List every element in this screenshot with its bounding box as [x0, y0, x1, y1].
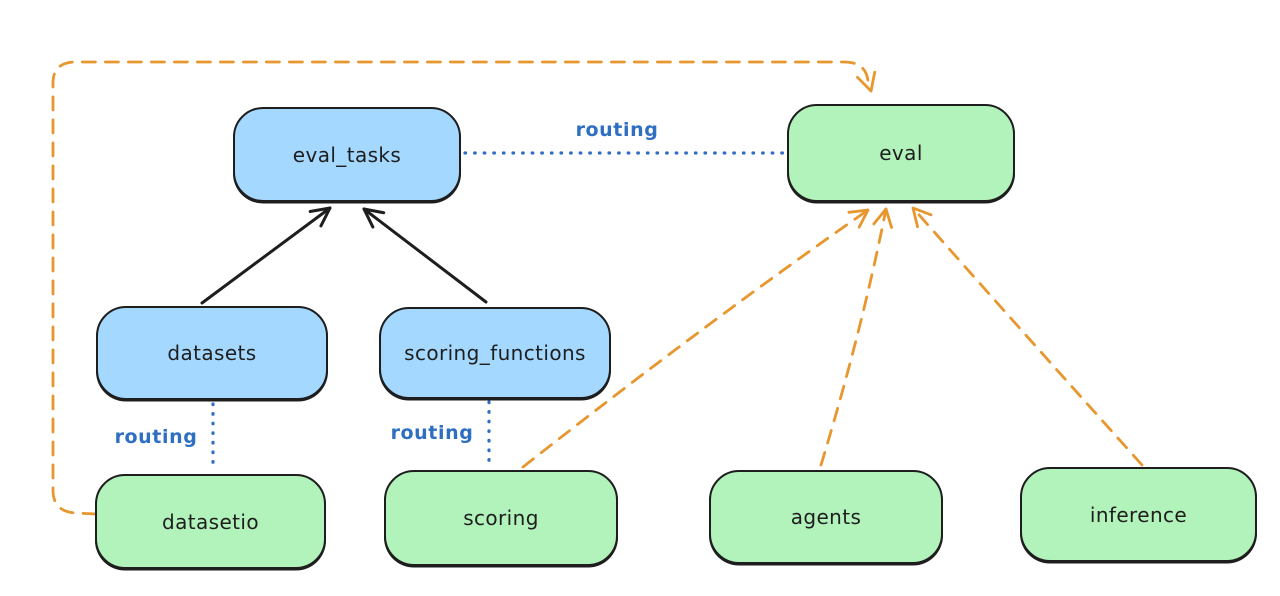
node-agents-label: agents [790, 505, 862, 529]
node-datasetio-label: datasetio [161, 509, 259, 534]
routing-label-top: routing [575, 119, 659, 141]
node-datasetio: datasetio [95, 474, 326, 569]
node-scoring-label: scoring [463, 506, 539, 530]
node-scoring-functions: scoring_functions [379, 307, 611, 399]
edge-inference-to-eval [911, 206, 1144, 467]
edge-scoring-functions-to-eval-tasks [362, 207, 488, 304]
node-eval-tasks-label: eval_tasks [292, 142, 402, 167]
edge-scoring-to-eval [521, 208, 870, 469]
node-scoring: scoring [384, 470, 618, 566]
routing-label-scoring: routing [390, 422, 474, 444]
node-agents: agents [709, 470, 943, 564]
node-datasets: datasets [96, 306, 328, 400]
node-datasets-label: datasets [167, 341, 257, 365]
node-eval: eval [787, 104, 1015, 202]
node-eval-label: eval [879, 141, 923, 165]
node-inference: inference [1020, 467, 1257, 562]
routing-label-datasets: routing [114, 426, 198, 448]
edge-datasetio-loop-to-eval [51, 60, 877, 516]
edge-datasets-to-eval-tasks [200, 206, 332, 305]
node-eval-tasks: eval_tasks [233, 107, 461, 202]
edge-agents-to-eval [819, 207, 893, 467]
node-scoring-functions-label: scoring_functions [404, 341, 586, 365]
node-inference-label: inference [1089, 502, 1188, 527]
